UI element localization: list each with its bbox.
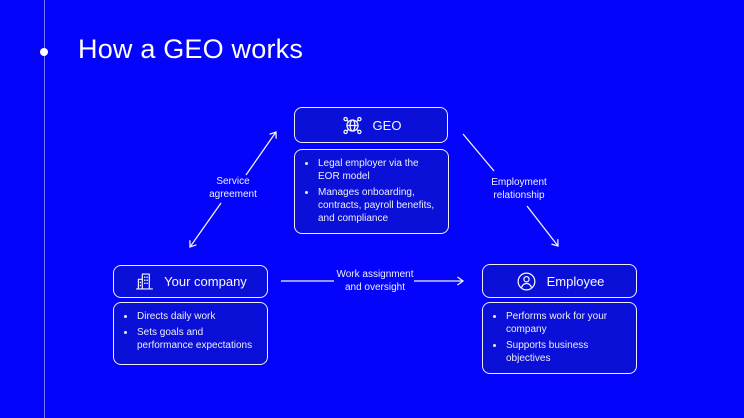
your-company-node-details: Directs daily work Sets goals and perfor… — [113, 302, 268, 365]
geo-bullet-2: Manages onboarding, contracts, payroll b… — [317, 186, 443, 225]
employee-node-label: Employee — [546, 273, 605, 289]
your-company-bullet-list: Directs daily work Sets goals and perfor… — [122, 310, 262, 352]
geo-bullet-list: Legal employer via the EOR model Manages… — [303, 157, 443, 225]
employee-node-details: Performs work for your company Supports … — [482, 302, 637, 374]
your-company-node-label: Your company — [164, 274, 247, 289]
employee-bullet-2: Supports business objectives — [505, 339, 631, 365]
employee-bullet-list: Performs work for your company Supports … — [491, 310, 631, 365]
employee-node-header: Employee — [482, 264, 637, 298]
globe-network-icon — [341, 114, 364, 137]
arrow-geo-to-employee — [526, 205, 559, 247]
your-company-node-header: Your company — [113, 265, 268, 298]
arrow-geo-to-company — [189, 202, 222, 248]
service-agreement-label: Service agreement — [209, 176, 257, 200]
page-title: How a GEO works — [78, 34, 304, 64]
your-company-bullet-2: Sets goals and performance expectations — [136, 326, 262, 352]
your-company-bullet-1: Directs daily work — [136, 310, 262, 323]
employee-bullet-1: Performs work for your company — [505, 310, 631, 336]
arrow-company-to-geo — [245, 131, 277, 176]
geo-node-details: Legal employer via the EOR model Manages… — [294, 149, 449, 234]
geo-node-header: GEO — [294, 107, 448, 143]
employment-relationship-label: Employment relationship — [491, 177, 547, 201]
work-assignment-label: Work assignment and oversight — [336, 269, 414, 293]
slide-accent-line — [44, 0, 45, 418]
office-building-icon — [134, 271, 155, 292]
person-circle-icon — [515, 270, 538, 293]
geo-bullet-1: Legal employer via the EOR model — [317, 157, 443, 183]
geo-node-label: GEO — [372, 117, 402, 133]
slide-accent-dot — [40, 48, 48, 56]
line-geo-to-employee — [462, 133, 495, 172]
